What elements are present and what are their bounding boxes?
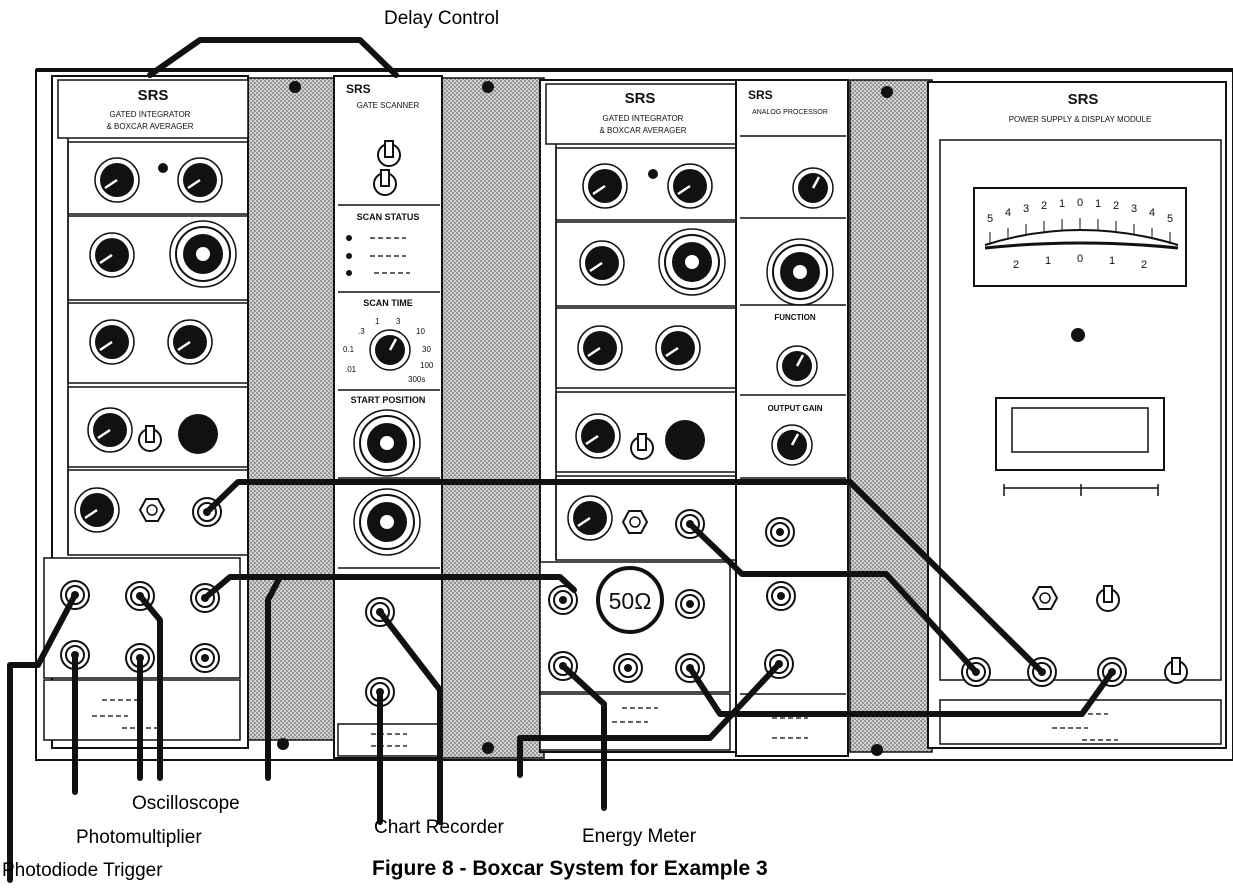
scan-time-mark-3: 3 — [396, 317, 401, 326]
module-title-left-1: GATED INTEGRATOR — [110, 110, 191, 119]
module-title-mid-2: & BOXCAR AVERAGER — [600, 126, 687, 135]
label-delay-control: Delay Control — [384, 8, 500, 29]
gated-integrator-middle: SRS GATED INTEGRATOR & BOXCAR AVERAGER 5… — [539, 79, 746, 753]
meter-mark-4: 1 — [1059, 198, 1065, 210]
scan-time-mark-2: 1 — [375, 317, 380, 326]
blank-panel-2 — [439, 77, 545, 759]
srs-logo-power: SRS — [1068, 91, 1099, 108]
blank-panel-1 — [239, 77, 337, 741]
analog-processor-title: ANALOG PROCESSOR — [752, 109, 828, 116]
meter-mark-2: 3 — [1023, 203, 1029, 215]
analog-processor-module: SRS ANALOG PROCESSOR FUNCTION OUTPUT GAI… — [735, 79, 849, 757]
cables — [7, 37, 1115, 883]
meter-bottom-0: 2 — [1013, 259, 1019, 271]
scan-time-mark-9: 300s — [408, 375, 425, 384]
module-title-left-2: & BOXCAR AVERAGER — [107, 122, 194, 131]
srs-logo-scanner: SRS — [346, 82, 371, 96]
scan-status-label: SCAN STATUS — [357, 212, 420, 222]
cable-processor-to-display — [687, 521, 979, 675]
label-chart-recorder: Chart Recorder — [374, 817, 504, 838]
meter-mark-9: 4 — [1149, 207, 1155, 219]
cable-boxcar-to-display — [204, 479, 1045, 675]
scan-time-mark-6: 30 — [422, 345, 431, 354]
label-photodiode-trigger: Photodiode Trigger — [2, 860, 163, 881]
scan-time-mark-7: .01 — [345, 365, 357, 374]
output-gain-label: OUTPUT GAIN — [767, 404, 822, 413]
meter-mark-10: 5 — [1167, 213, 1173, 225]
function-label: FUNCTION — [774, 313, 816, 322]
cable-oscilloscope — [265, 574, 283, 781]
scan-time-mark-8: 100 — [420, 361, 434, 370]
scan-time-mark-5: 0.1 — [343, 345, 355, 354]
meter-mark-3: 2 — [1041, 200, 1047, 212]
label-oscilloscope: Oscilloscope — [132, 793, 240, 814]
meter-mark-8: 3 — [1131, 203, 1137, 215]
figure-caption: Figure 8 - Boxcar System for Example 3 — [372, 857, 768, 880]
gated-integrator-left: SRS GATED INTEGRATOR & BOXCAR AVERAGER — [43, 75, 249, 749]
cable-energy-meter — [560, 663, 607, 811]
gate-scanner-title: GATE SCANNER — [357, 101, 420, 110]
cable-oscilloscope-2 — [137, 593, 163, 781]
scan-time-label: SCAN TIME — [363, 298, 413, 308]
meter-bottom-4: 2 — [1141, 259, 1147, 271]
meter-mark-5: 0 — [1077, 197, 1083, 209]
srs-logo-middle: SRS — [625, 90, 656, 107]
start-position-label: START POSITION — [351, 395, 426, 405]
meter-mark-7: 2 — [1113, 200, 1119, 212]
cable-energy-meter-loop — [202, 574, 577, 601]
cable-meter-return — [687, 665, 1115, 717]
power-supply-module: SRS POWER SUPPLY & DISPLAY MODULE 5 4 3 … — [927, 81, 1227, 749]
meter-mark-6: 1 — [1095, 198, 1101, 210]
meter-mark-0: 5 — [987, 213, 993, 225]
scan-time-mark-1: .3 — [358, 327, 365, 336]
srs-logo-left: SRS — [138, 87, 169, 104]
meter-bottom-2: 0 — [1077, 253, 1083, 265]
meter-bottom-1: 1 — [1045, 255, 1051, 267]
gate-scanner-module: SRS GATE SCANNER SCAN STATUS SCAN TIME .… — [333, 75, 443, 759]
meter-mark-1: 4 — [1005, 207, 1011, 219]
label-energy-meter: Energy Meter — [582, 826, 697, 847]
meter-bottom-3: 1 — [1109, 255, 1115, 267]
power-supply-title: POWER SUPPLY & DISPLAY MODULE — [1009, 115, 1152, 124]
cable-delay-control — [147, 37, 399, 78]
cable-to-processor-output — [517, 661, 782, 778]
srs-logo-processor: SRS — [748, 88, 773, 102]
label-photomultiplier: Photomultiplier — [76, 827, 202, 848]
module-title-mid-1: GATED INTEGRATOR — [603, 114, 684, 123]
cable-chart-recorder-1 — [377, 609, 443, 825]
scan-time-mark-4: 10 — [416, 327, 425, 336]
ohm-label: 50Ω — [609, 588, 652, 614]
blank-panel-3 — [849, 79, 933, 753]
